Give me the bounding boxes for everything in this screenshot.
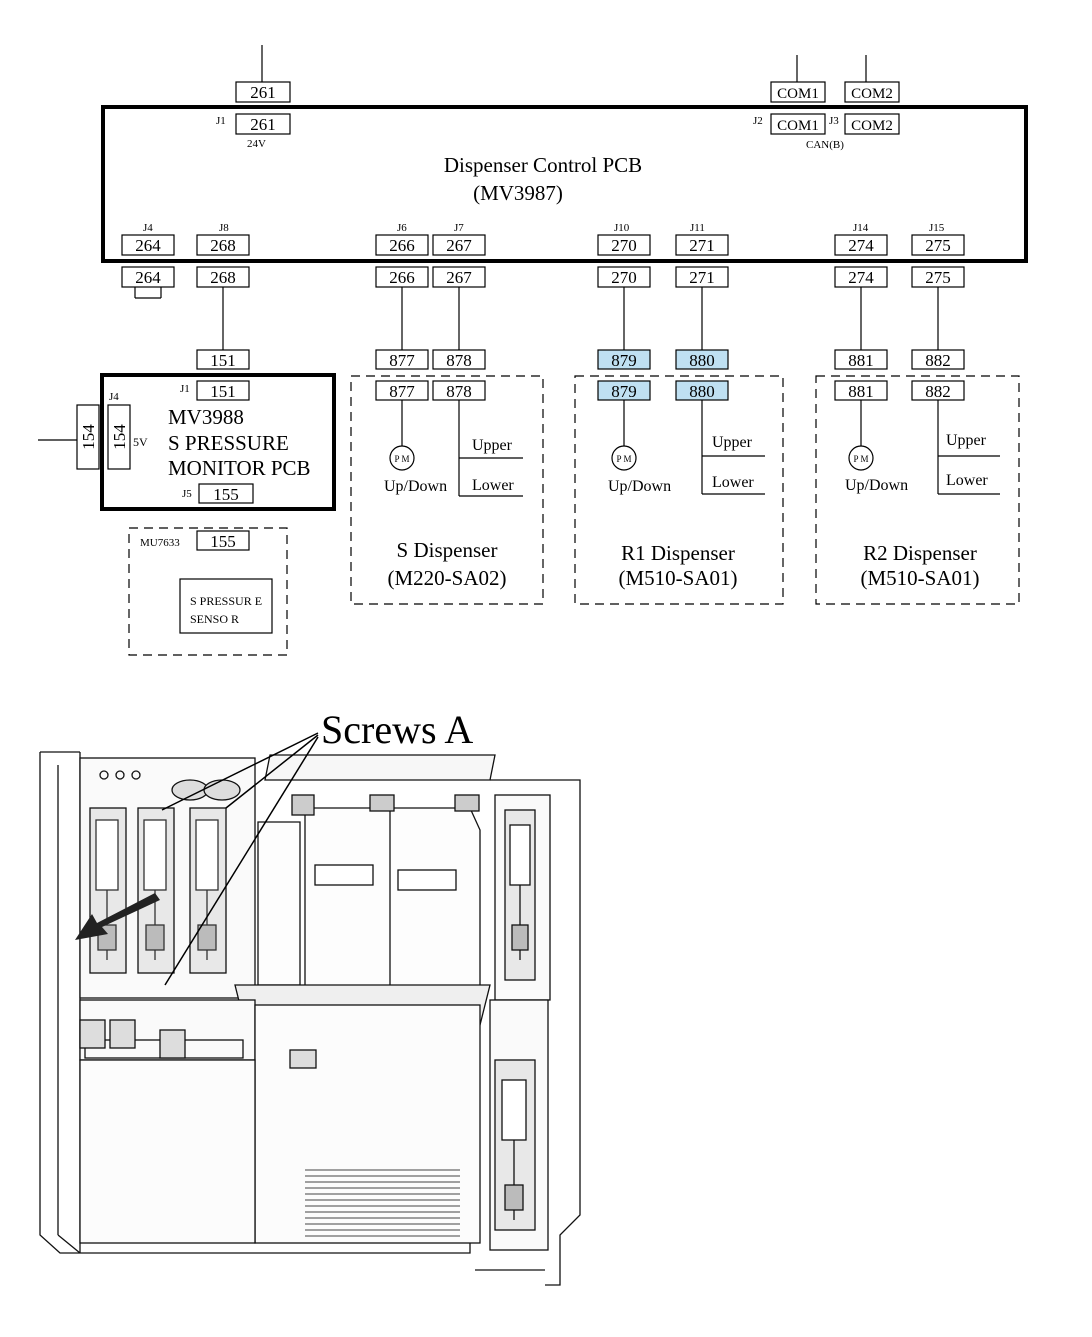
sensor-name-line2: SENSO R: [190, 612, 239, 626]
dispenser-control-pcb-box: [101, 105, 1028, 263]
harness-266: 266: [389, 268, 415, 287]
wire-label-261-top: 261: [250, 83, 276, 102]
pressure-j4-connector: 154: [110, 424, 129, 450]
wire-877: 877: [389, 351, 415, 370]
j3-can-note: CAN(B): [806, 139, 844, 151]
j4-main-connector: 264: [135, 236, 161, 255]
r1-dispenser-model: (M510-SA01): [619, 566, 738, 590]
j14-connector: 274: [848, 236, 874, 255]
r1-dispenser-c2: 880: [689, 382, 715, 401]
r1-dispenser-lower: Lower: [712, 474, 754, 491]
harness-264: 264: [135, 268, 161, 287]
pressure-pcb-line1: MV3988: [168, 405, 244, 429]
s-dispenser-updown: Up/Down: [384, 478, 447, 495]
screws-a-callout: Screws A: [321, 707, 473, 752]
r1-dispenser-upper: Upper: [712, 434, 753, 451]
wire-label-com2-top: COM2: [851, 86, 893, 102]
j7-label: J7: [454, 222, 464, 234]
pressure-pcb-line3: MONITOR PCB: [168, 456, 311, 480]
s-dispenser-c2: 878: [446, 382, 472, 401]
pressure-j5-connector: 155: [213, 485, 239, 504]
main-pcb-model: (MV3987): [473, 181, 563, 205]
j8-connector: 268: [210, 236, 236, 255]
r2-dispenser-pm-motor-icon: P M: [854, 454, 869, 464]
harness-boxes: [121, 266, 965, 350]
r1-dispenser-updown: Up/Down: [608, 478, 671, 495]
j3-connector: COM2: [851, 118, 893, 134]
pressure-pcb-line2: S PRESSURE: [168, 431, 289, 455]
j6-connector: 266: [389, 236, 415, 255]
wire-151: 151: [210, 351, 236, 370]
j11-connector: 271: [689, 236, 715, 255]
j4-main-label: J4: [143, 222, 153, 234]
r2-dispenser-updown: Up/Down: [845, 477, 908, 494]
r2-dispenser-c1: 881: [848, 382, 874, 401]
r1-dispenser-block: [574, 375, 784, 605]
harness-275: 275: [925, 268, 951, 287]
r2-dispenser-upper: Upper: [946, 432, 987, 449]
j8-label: J8: [219, 222, 229, 234]
r2-dispenser-name: R2 Dispenser: [863, 541, 977, 565]
s-dispenser-block: [350, 375, 544, 605]
s-dispenser-lower: Lower: [472, 477, 514, 494]
pressure-monitor-pcb-box: [100, 373, 336, 511]
s-dispenser-upper: Upper: [472, 437, 513, 454]
j7-connector: 267: [446, 236, 472, 255]
r2-dispenser-lower: Lower: [946, 472, 988, 489]
j11-label: J11: [690, 222, 705, 234]
j15-label: J15: [929, 222, 945, 234]
pressure-j1-connector: 151: [210, 382, 236, 401]
pressure-pcb-connectors: [38, 380, 254, 504]
sensor-block: [128, 527, 288, 656]
j10-label: J10: [614, 222, 630, 234]
pressure-j4-label: J4: [109, 391, 119, 403]
sensor-part-number: MU7633: [140, 537, 180, 549]
j6-label: J6: [397, 222, 407, 234]
harness-270: 270: [611, 268, 637, 287]
mid-wire-boxes: [196, 349, 965, 370]
r2-dispenser-model: (M510-SA01): [861, 566, 980, 590]
s-dispenser-model: (M220-SA02): [388, 566, 507, 590]
wire-label-com1-top: COM1: [777, 86, 819, 102]
j10-connector: 270: [611, 236, 637, 255]
pressure-j5-label: J5: [182, 488, 192, 500]
s-dispenser-pm-motor-icon: P M: [395, 454, 410, 464]
harness-274: 274: [848, 268, 874, 287]
wire-881: 881: [848, 351, 874, 370]
j3-label: J3: [829, 115, 839, 127]
j14-label: J14: [853, 222, 869, 234]
ext-wire-154: 154: [79, 424, 98, 450]
j1-voltage: 24V: [247, 138, 266, 150]
dispenser-unit-illustration: [39, 732, 581, 1286]
j2-label: J2: [753, 115, 763, 127]
r1-dispenser-c1: 879: [611, 382, 637, 401]
harness-271: 271: [689, 268, 715, 287]
r1-dispenser-name: R1 Dispenser: [621, 541, 735, 565]
pressure-j1-label: J1: [180, 383, 190, 395]
r2-dispenser-block: [815, 375, 1020, 605]
r2-dispenser-c2: 882: [925, 382, 951, 401]
wire-878: 878: [446, 351, 472, 370]
sensor-connector: 155: [210, 532, 236, 551]
j1-connector: 261: [250, 115, 276, 134]
wire-879: 879: [611, 351, 637, 370]
j2-connector: COM1: [777, 118, 819, 134]
j15-connector: 275: [925, 236, 951, 255]
main-pcb-bottom-connectors: [121, 234, 965, 256]
main-pcb-top-connectors: [235, 113, 900, 135]
harness-267: 267: [446, 268, 472, 287]
wire-882: 882: [925, 351, 951, 370]
main-pcb-title: Dispenser Control PCB: [444, 153, 642, 177]
top-wires: [235, 45, 900, 103]
s-dispenser-c1: 877: [389, 382, 415, 401]
wire-880: 880: [689, 351, 715, 370]
sensor-name-line1: S PRESSUR E: [190, 594, 262, 608]
j1-label: J1: [216, 115, 226, 127]
s-dispenser-name: S Dispenser: [397, 538, 498, 562]
r1-dispenser-pm-motor-icon: P M: [617, 454, 632, 464]
pressure-j4-voltage: 5V: [133, 435, 148, 449]
harness-268: 268: [210, 268, 236, 287]
